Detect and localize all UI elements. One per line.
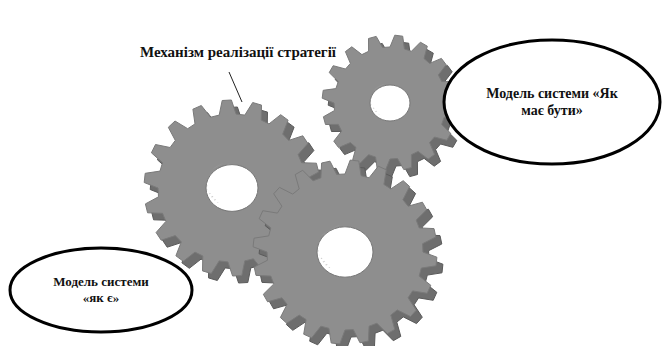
- ellipse-outline: [442, 38, 662, 166]
- gear-face: [253, 160, 437, 344]
- gear-hole-shading: [317, 225, 345, 268]
- ellipse-node: Модель системи «як є»: [8, 246, 194, 334]
- gear-hole-shading: [370, 84, 390, 115]
- gear-hole: [317, 227, 373, 277]
- node-text: Модель системи «Як має бути»: [486, 85, 618, 120]
- node-text: Модель системи «як є»: [45, 274, 157, 307]
- ellipse-shape: [10, 248, 192, 332]
- gear-hole: [370, 85, 410, 121]
- gear-group: [144, 35, 464, 346]
- gear-face: [322, 35, 458, 171]
- gear-hole: [206, 165, 258, 212]
- callout-label: Механізм реалізації стратегії: [140, 44, 336, 61]
- ellipse-shape: [444, 40, 660, 164]
- ellipse-node: Модель системи «Як має бути»: [442, 38, 662, 166]
- gear-hole-shading: [206, 163, 232, 203]
- leader-line: [229, 72, 242, 102]
